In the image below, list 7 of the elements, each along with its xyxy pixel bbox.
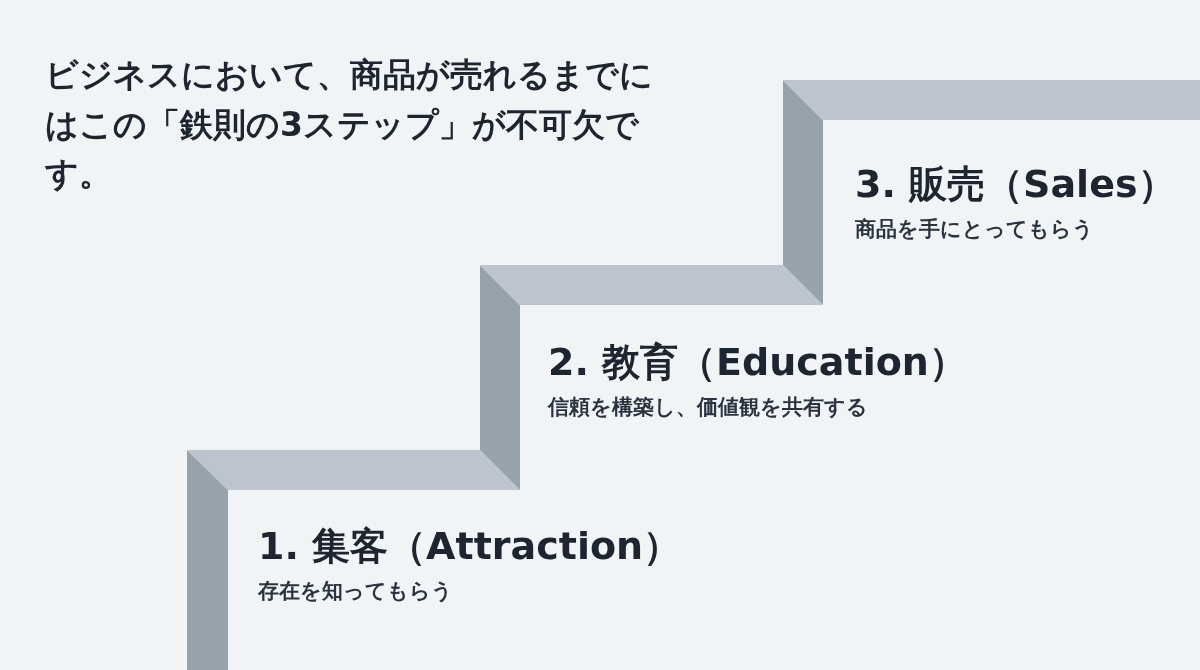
title: ビジネスにおいて、商品が売れるまでにはこの「鉄則の3ステップ」が不可欠です。 <box>45 54 654 195</box>
step-description: 商品を手にとってもらう <box>855 216 1095 244</box>
step-description: 存在を知ってもらう <box>258 578 454 606</box>
step-description: 信頼を構築し、価値観を共有する <box>548 394 869 422</box>
step-heading: 2. 教育（Education） <box>548 339 967 386</box>
step-heading: 3. 販売（Sales） <box>855 161 1176 208</box>
step-heading: 1. 集客（Attraction） <box>258 523 682 570</box>
